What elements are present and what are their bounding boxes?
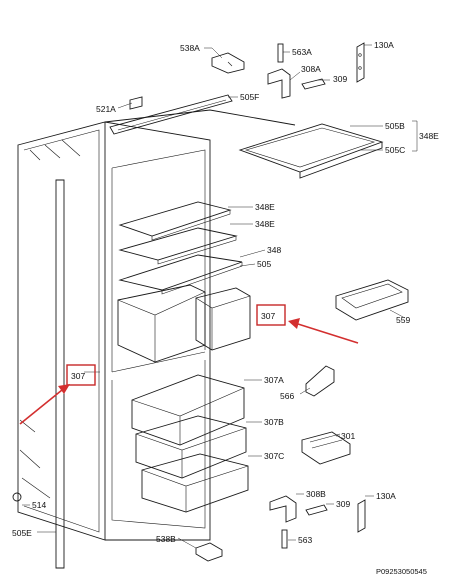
label-348e-2: 348E xyxy=(255,219,275,229)
crisper-drawer-left xyxy=(117,284,206,363)
label-301: 301 xyxy=(341,431,355,441)
label-308a: 308A xyxy=(301,64,321,74)
label-505b: 505B xyxy=(385,121,405,131)
arrow-to-307-right xyxy=(288,318,359,344)
cover-309-bottom xyxy=(305,504,328,516)
label-505f: 505F xyxy=(240,92,259,102)
shelf-348 xyxy=(118,254,243,295)
top-rail-505f xyxy=(109,94,233,135)
label-348e-right: 348E xyxy=(419,131,439,141)
label-566: 566 xyxy=(280,391,294,401)
label-308b: 308B xyxy=(306,489,326,499)
tray-559 xyxy=(335,279,409,321)
label-538a: 538A xyxy=(180,43,200,53)
highlight-box-307-right xyxy=(256,304,286,326)
arrow-to-307-left xyxy=(19,384,70,425)
label-505: 505 xyxy=(257,259,271,269)
hinge-308a xyxy=(267,68,291,99)
label-348: 348 xyxy=(267,245,281,255)
label-348e-1: 348E xyxy=(255,202,275,212)
leveling-foot-514 xyxy=(12,492,22,502)
bracket-130a-top xyxy=(356,42,365,83)
label-309-bottom: 309 xyxy=(336,499,350,509)
label-307b: 307B xyxy=(264,417,284,427)
label-563: 563 xyxy=(298,535,312,545)
label-521a: 521A xyxy=(96,104,116,114)
cover-309-top xyxy=(301,78,326,90)
label-307c: 307C xyxy=(264,451,284,461)
pin-563a xyxy=(277,43,284,63)
freezer-basket-307c xyxy=(141,453,249,513)
pin-563 xyxy=(281,529,288,549)
fridge-cabinet xyxy=(17,109,296,569)
part-521a xyxy=(129,96,143,110)
label-563a: 563A xyxy=(292,47,312,57)
freezer-basket-307b xyxy=(135,415,247,479)
highlight-box-307-left xyxy=(66,364,96,386)
label-307a: 307A xyxy=(264,375,284,385)
label-505c: 505C xyxy=(385,145,405,155)
ice-tray-301 xyxy=(301,431,351,465)
scraper-566 xyxy=(305,365,335,397)
label-559: 559 xyxy=(396,315,410,325)
shelf-348e-2 xyxy=(118,227,238,265)
label-309-top: 309 xyxy=(333,74,347,84)
leader-lines xyxy=(22,44,418,549)
hinge-538b xyxy=(195,542,223,562)
label-130a-bottom: 130A xyxy=(376,491,396,501)
glass-shelf-505b xyxy=(238,123,384,179)
label-307-right: 307 xyxy=(261,311,275,321)
label-505e: 505E xyxy=(12,528,32,538)
label-538b: 538B xyxy=(156,534,176,544)
label-307-left: 307 xyxy=(71,371,85,381)
bracket-130a-bottom xyxy=(357,499,366,533)
crisper-drawer-right xyxy=(195,287,251,351)
reference-code: P09253050545 xyxy=(376,567,427,576)
hinge-538a xyxy=(211,52,245,74)
label-514: 514 xyxy=(32,500,46,510)
shelf-348e-1 xyxy=(118,201,232,241)
hinge-308b xyxy=(269,495,297,523)
label-130a-top: 130A xyxy=(374,40,394,50)
